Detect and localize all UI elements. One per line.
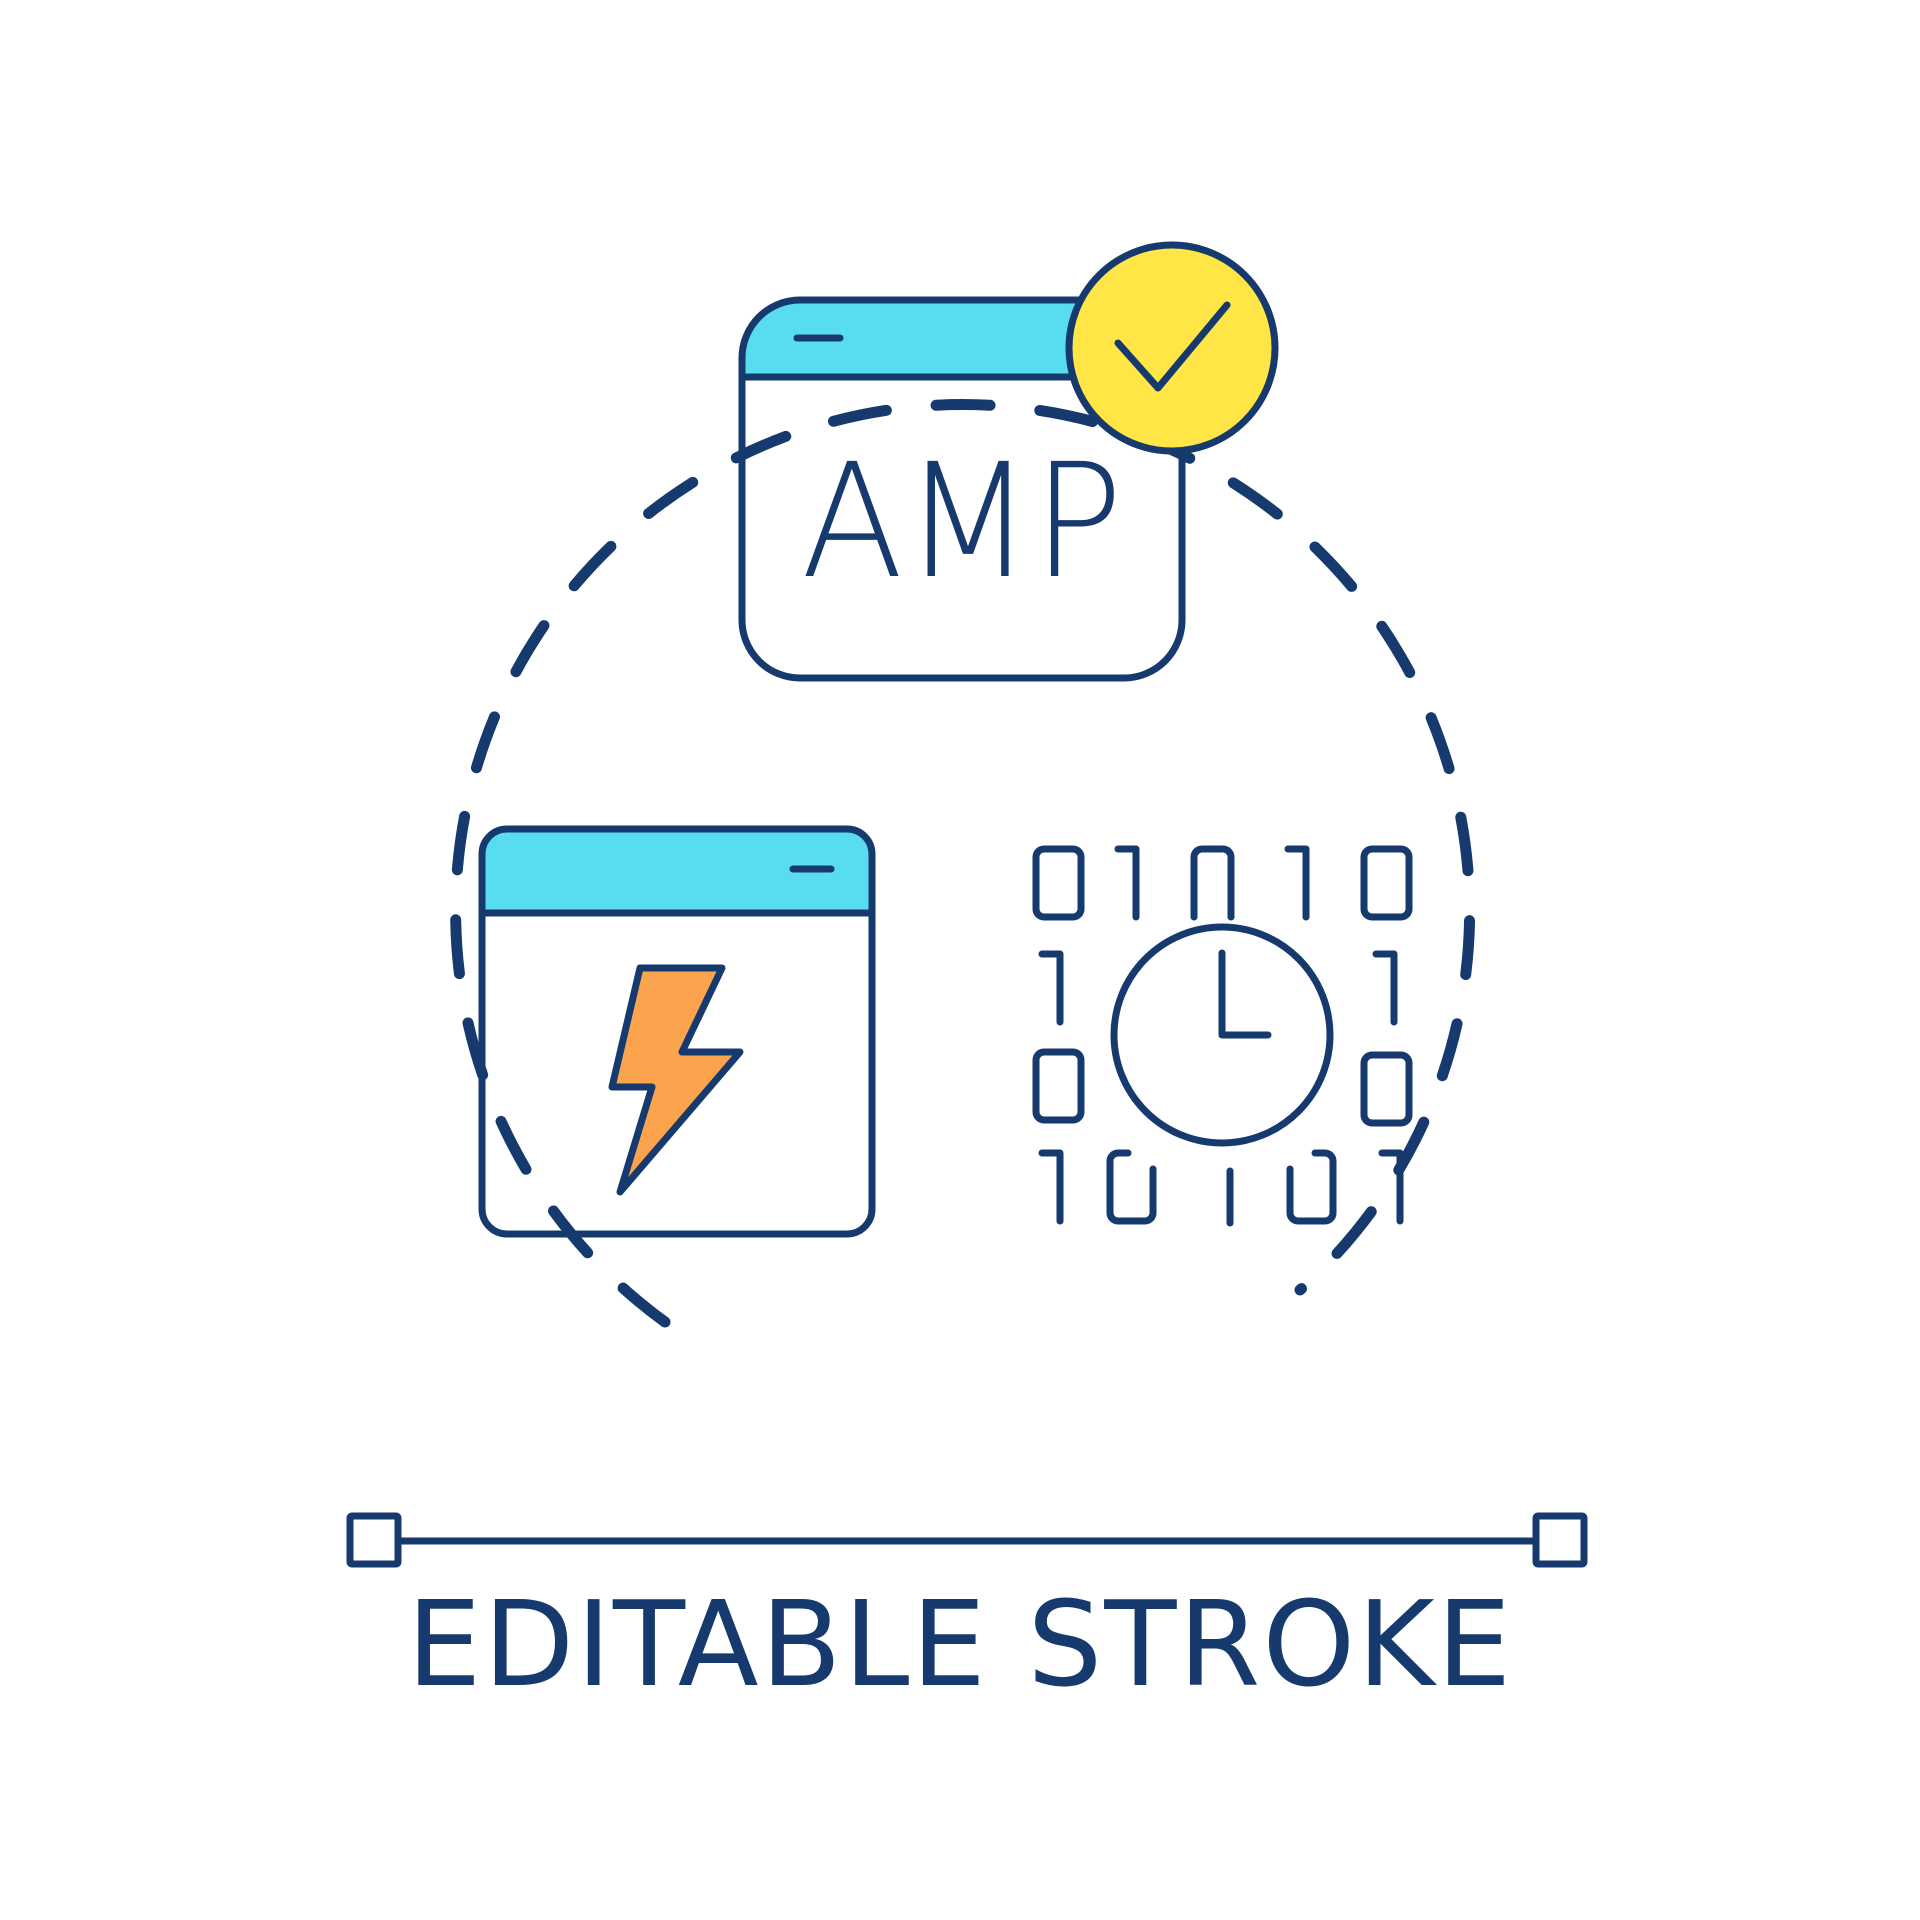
binary-clock-icon — [1032, 845, 1413, 1227]
amp-label: AMP — [801, 430, 1123, 614]
clock-icon — [1110, 923, 1334, 1147]
editable-stroke-line-icon — [346, 1512, 1588, 1568]
checkmark-icon — [1065, 241, 1279, 455]
editable-stroke-caption: EDITABLE STROKE — [406, 1575, 1514, 1713]
dashed-circle-frame — [450, 399, 1476, 1328]
lightning-bolt-icon — [478, 825, 876, 1238]
